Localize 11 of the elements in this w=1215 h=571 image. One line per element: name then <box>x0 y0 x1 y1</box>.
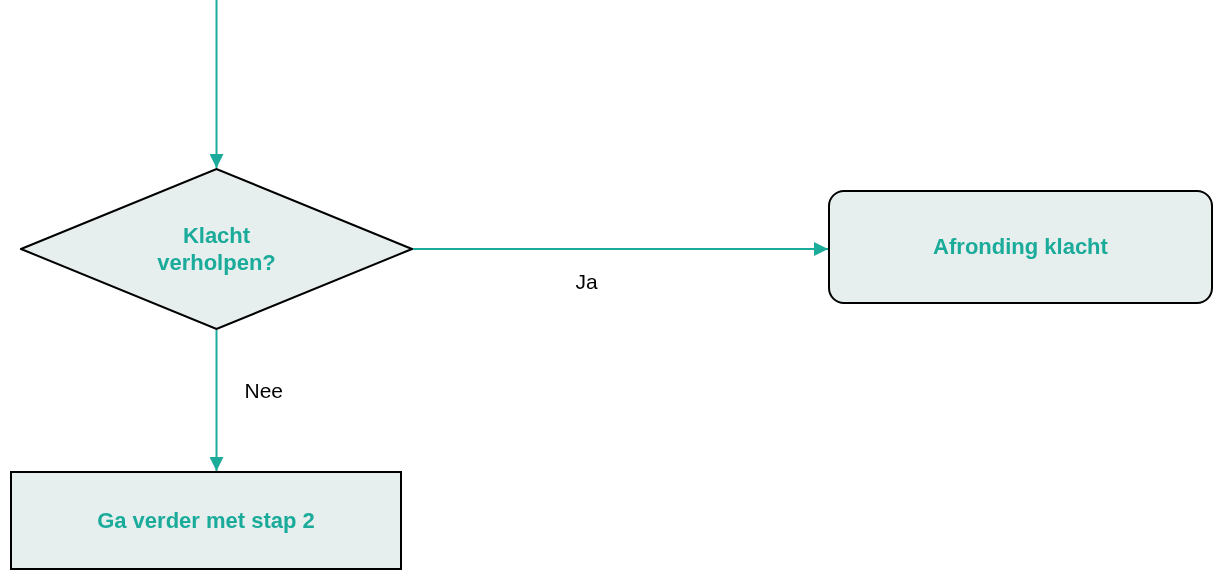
arrow <box>209 0 224 169</box>
edge-label: Ja <box>575 269 598 295</box>
decision-diamond <box>20 168 413 330</box>
process-box <box>828 190 1213 304</box>
node-label: Klacht verholpen? <box>156 221 277 277</box>
arrow <box>209 329 224 472</box>
arrow <box>412 242 829 256</box>
process-box <box>10 471 402 570</box>
edge-label: Nee <box>244 378 284 404</box>
node-label: Afronding klacht <box>933 233 1108 261</box>
node-label: Ga verder met stap 2 <box>97 506 315 535</box>
